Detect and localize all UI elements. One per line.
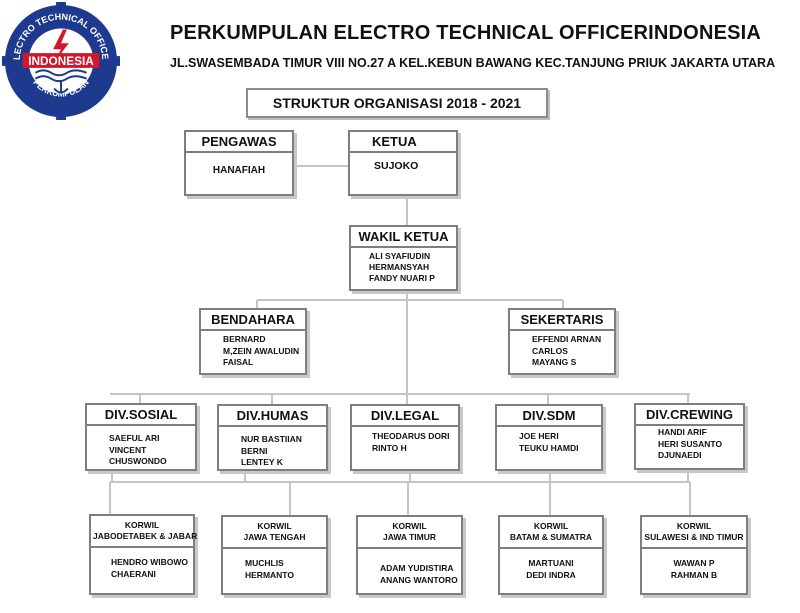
member-name: MAYANG S [532, 357, 577, 367]
member-name: ALI SYAFIUDIN [369, 251, 431, 261]
lightning-icon [53, 29, 69, 61]
korwil-region: JABODETABEK & JABAR [93, 531, 198, 541]
member-name: HERMANSYAH [369, 262, 430, 272]
member-name: SAEFUL ARI [109, 433, 160, 443]
box-title: WAKIL KETUA [351, 227, 456, 248]
box-pengawas: PENGAWAS HANAFIAH [184, 130, 294, 196]
korwil-region: BATAM & SUMATRA [509, 532, 593, 542]
organization-address: JL.SWASEMBADA TIMUR VIII NO.27 A KEL.KEB… [170, 56, 776, 70]
box-sekertaris: SEKERTARIS EFFENDI ARNAN CARLOS MAYANG S [508, 308, 616, 375]
box-title: DIV.HUMAS [219, 406, 326, 427]
structure-title: STRUKTUR ORGANISASI 2018 - 2021 [246, 88, 548, 118]
box-title: BENDAHARA [201, 310, 305, 331]
box-bendahara: BENDAHARA BERNARD M,ZEIN AWALUDIN FAISAL [199, 308, 307, 375]
member-name: DJUNAEDI [658, 450, 702, 460]
member-name: SUJOKO [374, 160, 419, 172]
korwil-label: KORWIL [676, 521, 712, 531]
member-name: HANDI ARIF [658, 427, 707, 437]
member-name: EFFENDI ARNAN [532, 334, 602, 344]
korwil-region: SULAWESI & IND TIMUR [644, 532, 744, 542]
member-name: VINCENT [109, 444, 147, 455]
member-name: HERMANTO [245, 569, 294, 580]
box-title: DIV.CREWING [636, 405, 743, 426]
member-name: M,ZEIN AWALUDIN [223, 345, 300, 356]
organization-logo: ELECTRO TECHNICAL OFFICER PERKUMPULAN IN… [2, 2, 120, 120]
member-name: FAISAL [223, 357, 254, 367]
member-name: HENDRO WIBOWO [111, 557, 188, 567]
member-name: RINTO H [372, 442, 407, 453]
korwil-label: KORWIL [533, 521, 569, 531]
member-name: CHAERANI [111, 568, 156, 579]
korwil-region: JAWA TIMUR [382, 532, 437, 542]
box-korwil-sulawesi: KORWIL SULAWESI & IND TIMUR WAWAN P RAHM… [640, 515, 748, 595]
member-name: ADAM YUDISTIRA [380, 563, 454, 573]
box-korwil-jawa-tengah: KORWIL JAWA TENGAH MUCHLIS HERMANTO [221, 515, 328, 595]
member-name: RAHMAN B [670, 569, 718, 580]
box-div-sosial: DIV.SOSIAL SAEFUL ARI VINCENT CHUSWONDO [85, 403, 197, 471]
box-div-sdm: DIV.SDM JOE HERI TEUKU HAMDI [495, 404, 603, 471]
box-ketua: KETUA SUJOKO [348, 130, 458, 196]
box-title: DIV.SDM [497, 406, 601, 427]
korwil-label: KORWIL [124, 520, 160, 530]
box-div-legal: DIV.LEGAL THEODARUS DORI RINTO H [350, 404, 460, 471]
anchor-icon [53, 80, 69, 94]
member-name: MARTUANI [528, 558, 574, 568]
member-name: DEDI INDRA [526, 569, 576, 580]
member-name: HERI SUSANTO [658, 438, 723, 449]
member-name: MUCHLIS [245, 558, 284, 568]
member-name: THEODARUS DORI [372, 431, 450, 441]
member-name: NUR BASTIIAN [241, 434, 302, 444]
wave-icon [34, 69, 87, 83]
member-name: ANANG WANTORO [380, 574, 458, 585]
member-name: BERNI [241, 445, 268, 456]
box-title: PENGAWAS [186, 132, 292, 153]
box-korwil-jawa-timur: KORWIL JAWA TIMUR ADAM YUDISTIRA ANANG W… [356, 515, 463, 595]
member-name: CHUSWONDO [109, 456, 167, 466]
box-div-humas: DIV.HUMAS NUR BASTIIAN BERNI LENTEY K [217, 404, 328, 471]
box-korwil-jabodetabek: KORWIL JABODETABEK & JABAR HENDRO WIBOWO… [89, 514, 198, 595]
box-korwil-batam-sumatra: KORWIL BATAM & SUMATRA MARTUANI DEDI IND… [498, 515, 604, 595]
korwil-region: JAWA TENGAH [243, 532, 306, 542]
member-name: FANDY NUARI P [369, 273, 435, 283]
member-name: BERNARD [223, 334, 266, 344]
korwil-label: KORWIL [257, 521, 292, 531]
korwil-label: KORWIL [392, 521, 427, 531]
box-title: KETUA [350, 132, 456, 153]
member-name: TEUKU HAMDI [519, 442, 579, 453]
member-name: JOE HERI [519, 431, 559, 441]
organization-title: PERKUMPULAN ELECTRO TECHNICAL OFFICERIND… [170, 22, 762, 44]
member-name: CARLOS [532, 345, 568, 356]
box-title: SEKERTARIS [510, 310, 614, 331]
member-name: HANAFIAH [212, 165, 266, 176]
box-div-crewing: DIV.CREWING HANDI ARIF HERI SUSANTO DJUN… [634, 403, 745, 470]
member-name: WAWAN P [673, 558, 715, 568]
box-wakil-ketua: WAKIL KETUA ALI SYAFIUDIN HERMANSYAH FAN… [349, 225, 458, 291]
box-title: DIV.SOSIAL [87, 405, 195, 426]
member-name: LENTEY K [241, 457, 283, 467]
svg-text:INDONESIA: INDONESIA [28, 54, 94, 68]
box-title: DIV.LEGAL [352, 406, 458, 427]
